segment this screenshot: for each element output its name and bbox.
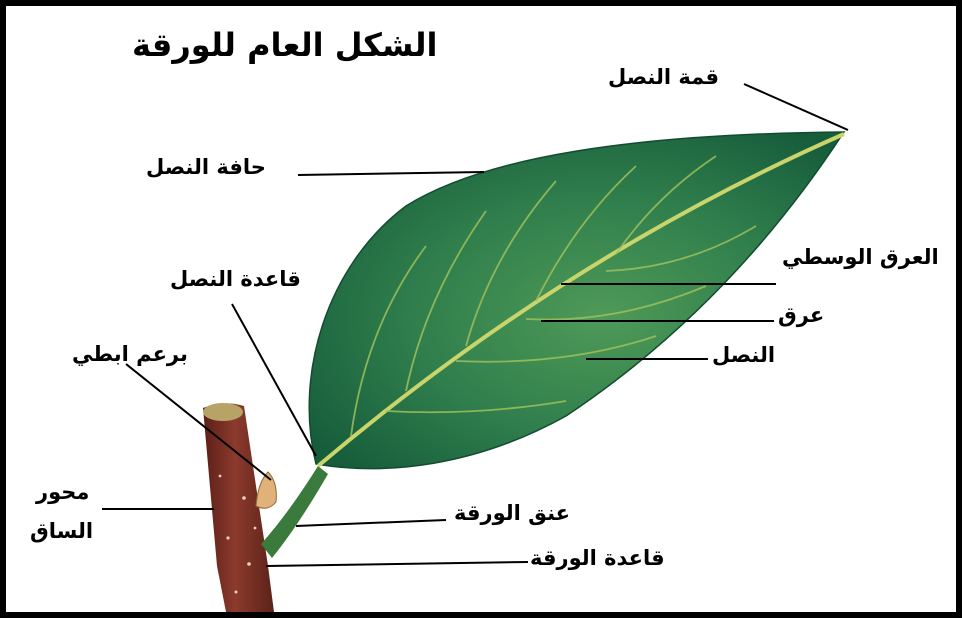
label-blade: النصل: [712, 344, 775, 367]
label-petiole: عنق الورقة: [454, 502, 570, 525]
label-vein: عرق: [778, 304, 824, 327]
label-midrib: العرق الوسطي: [782, 246, 939, 269]
label-blade-tip: قمة النصل: [608, 66, 719, 89]
label-axillary-bud: برعم ابطي: [72, 343, 188, 366]
axillary-bud-shape: [256, 472, 276, 508]
stem-cut-top: [203, 403, 243, 421]
leaf-blade: [309, 132, 844, 469]
diagram-canvas: الشكل العام للورقة قمة النصل حافة النصل …: [6, 6, 956, 612]
label-stem-axis-line2: الساق: [30, 520, 93, 543]
diagram-title: الشكل العام للورقة: [132, 28, 437, 63]
label-blade-margin: حافة النصل: [146, 156, 266, 179]
label-stem-axis-line1: محور: [36, 481, 89, 504]
label-blade-base: قاعدة النصل: [170, 268, 301, 291]
label-leaf-base: قاعدة الورقة: [530, 547, 665, 570]
